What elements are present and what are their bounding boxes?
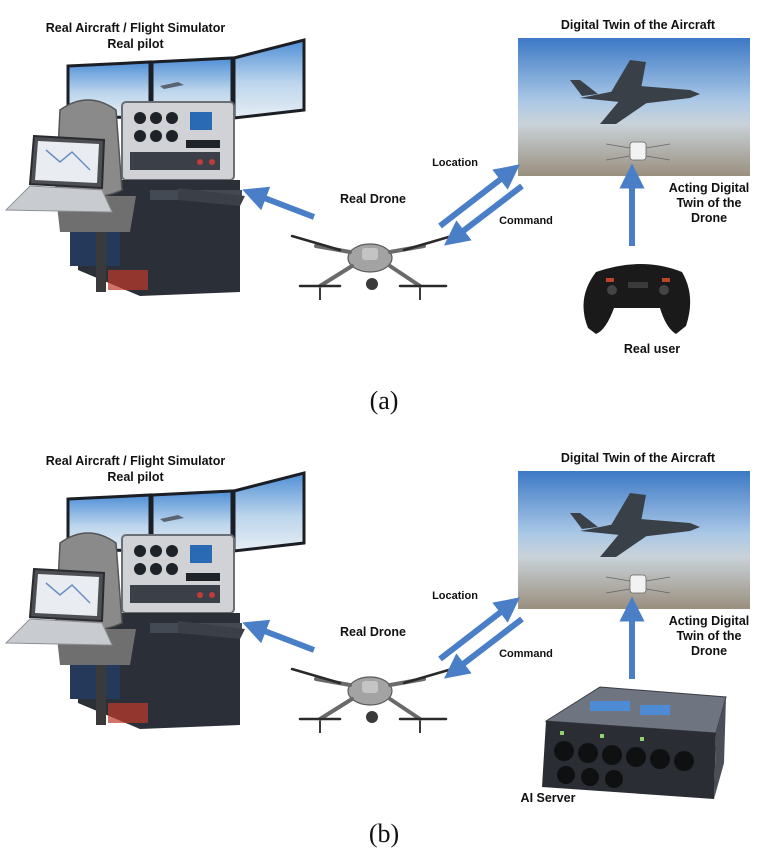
- command-label: Command: [499, 215, 553, 227]
- twin-drone-icon: [605, 574, 671, 594]
- real-drone-label: Real Drone: [340, 192, 406, 206]
- twin-aircraft-label: Digital Twin of the Aircraft: [560, 18, 716, 32]
- simulator-cockpit: [70, 534, 245, 729]
- simulator-cockpit: [70, 101, 245, 296]
- command-arrow: [443, 183, 524, 246]
- twin-aircraft-label: Digital Twin of the Aircraft: [560, 451, 716, 465]
- laptop: [4, 134, 113, 213]
- diagram-artwork: [4, 38, 750, 334]
- twin-aircraft-image: [518, 471, 750, 609]
- acting-twin-label: Acting Digital Twin of the Drone: [668, 614, 750, 658]
- gamepad-icon: [583, 264, 691, 334]
- command-arrow: [443, 616, 524, 679]
- drone-to-simulator-arrow: [242, 186, 316, 220]
- location-arrow: [438, 597, 520, 662]
- acting-twin-label: Acting Digital Twin of the Drone: [668, 181, 750, 225]
- server-icon: [542, 686, 727, 799]
- diagram-artwork: [4, 471, 750, 799]
- real-drone-icon: [290, 667, 454, 733]
- panel-caption: (b): [368, 819, 400, 848]
- simulator-label: Real Aircraft / Flight Simulator: [45, 21, 226, 35]
- controller-label: AI Server: [520, 791, 576, 805]
- laptop: [4, 567, 113, 646]
- twin-aircraft-image: [518, 38, 750, 176]
- controller-label: Real user: [623, 342, 681, 356]
- location-arrow: [438, 164, 520, 229]
- simulator-sublabel: Real pilot: [107, 37, 164, 51]
- simulator-label: Real Aircraft / Flight Simulator: [45, 454, 226, 468]
- simulator-sublabel: Real pilot: [107, 470, 164, 484]
- panel-b: Real Aircraft / Flight Simulator Real pi…: [0, 433, 768, 866]
- twin-drone-icon: [605, 141, 671, 161]
- panel-caption: (a): [369, 386, 399, 415]
- panel-a: Real Aircraft / Flight Simulator Real pi…: [4, 18, 750, 415]
- command-label: Command: [499, 648, 553, 660]
- drone-to-simulator-arrow: [242, 619, 316, 653]
- location-label: Location: [432, 590, 478, 602]
- real-drone-label: Real Drone: [340, 625, 406, 639]
- real-drone-icon: [290, 234, 454, 300]
- location-label: Location: [432, 157, 478, 169]
